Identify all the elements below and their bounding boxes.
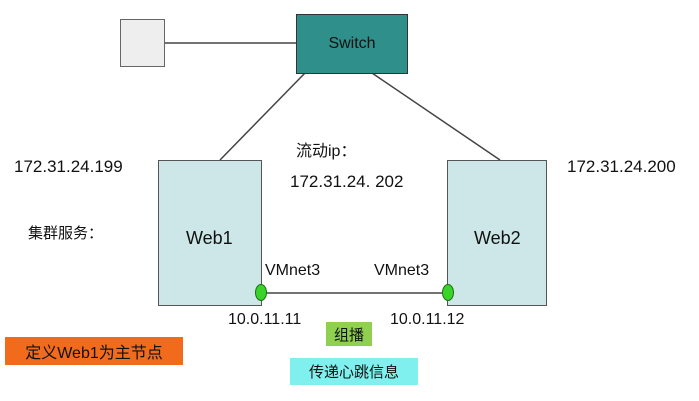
ip-right-label: 10.0.11.12 [390,311,465,328]
web1-interface-node [255,284,267,301]
switch-to-web2-line [371,72,501,161]
switch-label: Switch [328,35,376,52]
multicast-label: 组播 [333,326,364,344]
primary-node-label: 定义Web1为主节点 [25,345,163,362]
vmnet-right-label: VMnet3 [374,262,430,279]
web2-interface-node [442,284,454,301]
floating-ip-value: 172.31.24. 202 [290,172,404,191]
primary-node-note: 定义Web1为主节点 [5,337,183,365]
switch-to-web1-line [219,72,306,161]
heartbeat-label: 传递心跳信息 [308,364,399,381]
heartbeat-badge: 传递心跳信息 [290,358,418,385]
floating-ip-label: 流动ip： [296,143,357,160]
web2-label: Web2 [474,228,521,248]
multicast-badge: 组播 [326,322,372,346]
switch-box: Switch [296,14,408,74]
host-left-ip: 172.31.24.199 [14,157,123,176]
cluster-service-label: 集群服务： [28,225,104,242]
web2-server: Web2 [447,160,547,306]
host-right-ip: 172.31.24.200 [567,157,676,176]
vmnet-left-label: VMnet3 [265,262,321,279]
web1-server: Web1 [158,160,262,306]
web1-label: Web1 [186,228,233,248]
device-box [120,19,165,67]
ip-left-label: 10.0.11.11 [228,311,302,328]
